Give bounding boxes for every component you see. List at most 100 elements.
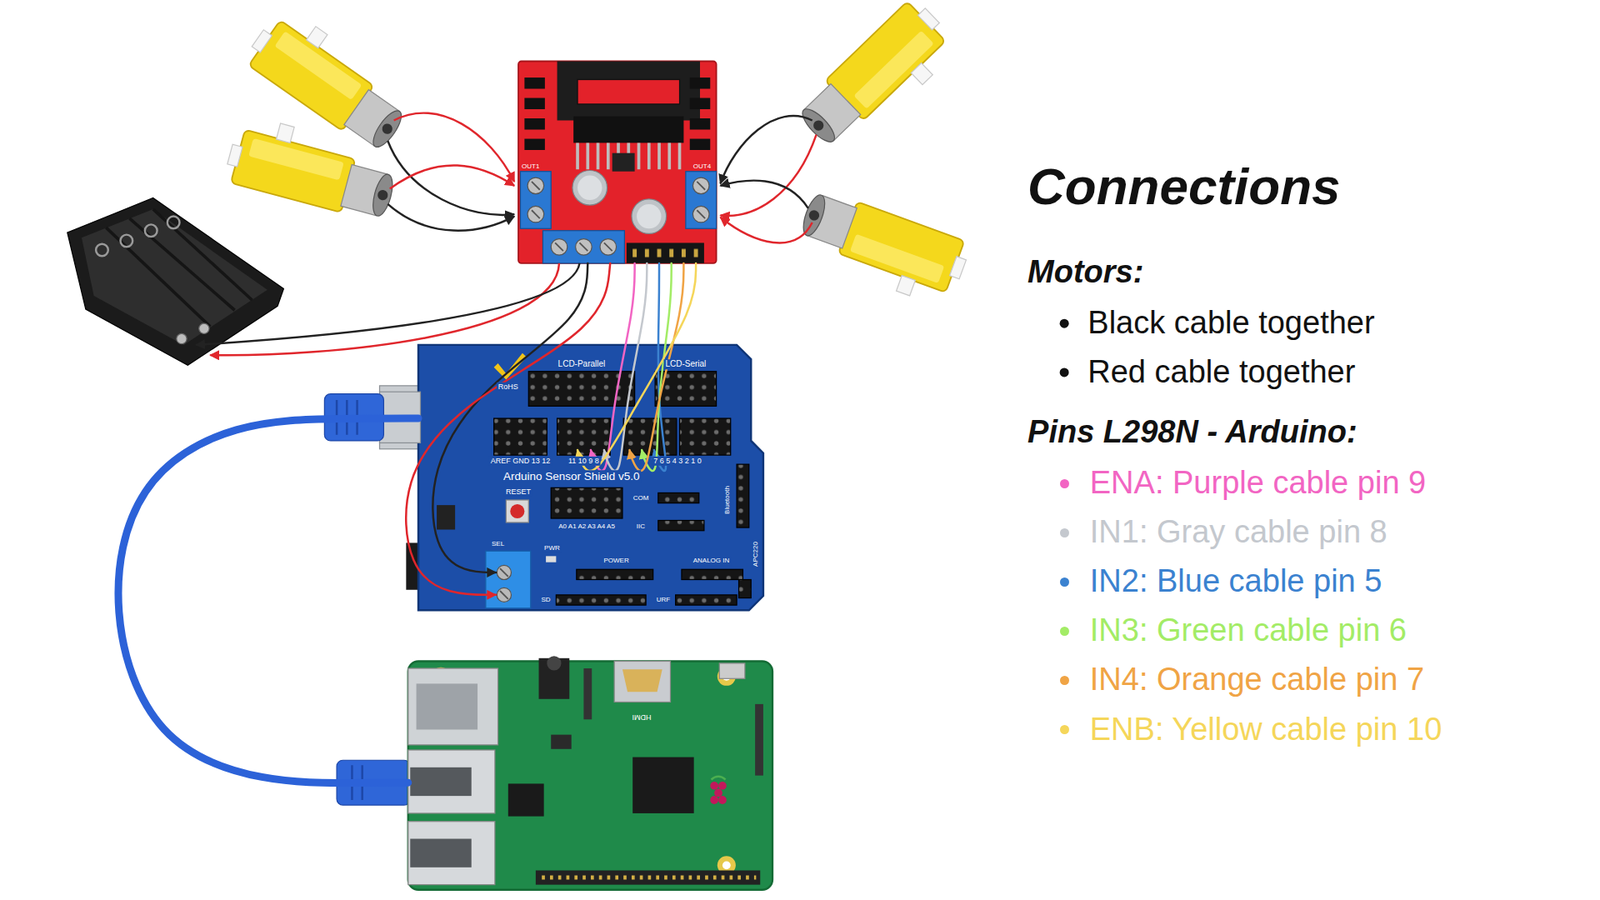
note-item: Red cable together — [1087, 354, 1355, 391]
battery-wire-part — [195, 263, 580, 345]
legend-text: IN2: Blue cable pin 5 — [1090, 564, 1383, 601]
raspberry-pi-board-part — [408, 821, 495, 885]
battery-wire-part — [210, 263, 560, 355]
legend-swatch — [1060, 528, 1070, 538]
legend-swatch — [1060, 675, 1070, 685]
raspberry-pi-board-part — [710, 776, 725, 780]
motor-driver-board: OUT1OUT4 — [518, 60, 717, 263]
motor-driver-board-part — [572, 170, 608, 205]
legend-text: IN4: Orange cable pin 7 — [1090, 662, 1425, 700]
battery-holder-part — [176, 333, 187, 344]
silkscreen-label: PWR — [542, 544, 562, 552]
motor-wire-part — [390, 165, 515, 189]
legend-swatch — [1060, 479, 1070, 489]
pin-numbers: 7 6 5 4 3 2 1 0 — [651, 456, 704, 465]
sensor-shield-board-part — [658, 492, 700, 503]
sensor-shield-board-part — [550, 487, 623, 519]
gear-motor — [791, 186, 972, 310]
legend-text: IN1: Gray cable pin 8 — [1090, 515, 1388, 552]
sensor-shield-board — [380, 345, 764, 610]
silkscreen-label: LCD-Serial — [663, 359, 708, 370]
gear-motor — [241, 3, 419, 157]
motor-driver-board-part — [524, 98, 545, 110]
raspberry-pi-board-part — [583, 668, 592, 720]
silkscreen-label: RESET — [504, 487, 533, 496]
sensor-shield-board-part — [500, 568, 509, 600]
motor-driver-board-part — [524, 139, 545, 150]
silkscreen-label: APC220 — [752, 540, 760, 569]
battery-holder-part — [130, 218, 235, 310]
motor-driver-board-part — [626, 242, 705, 263]
raspberry-pi-board-part — [416, 683, 478, 730]
raspberry-pi-board-part — [550, 735, 571, 750]
silkscreen-label: COM — [631, 494, 651, 502]
legend-swatch — [1060, 725, 1070, 735]
motor-driver-board-part — [636, 204, 661, 229]
raspberry-pi-board-part — [718, 781, 727, 790]
list-bullet — [1060, 319, 1070, 329]
sensor-shield-board-part — [675, 595, 737, 605]
motor-driver-board-part — [685, 171, 717, 230]
motor-driver-board-part — [531, 181, 705, 251]
sensor-shield-board-part — [736, 464, 750, 528]
sensor-shield-board-part — [545, 555, 556, 562]
sensor-shield-board-part — [557, 418, 611, 455]
pin-numbers: A0 A1 A2 A3 A4 A5 — [556, 522, 617, 530]
silkscreen-label: LCD-Parallel — [556, 359, 608, 370]
legend-swatch — [1060, 577, 1070, 587]
sensor-shield-board-part — [510, 504, 525, 519]
motor-wire-part — [394, 113, 515, 182]
board-name: Arduino Sensor Shield v5.0 — [501, 470, 642, 484]
motor-driver-board-part — [577, 175, 602, 200]
motor-wire-part — [720, 217, 812, 244]
raspberry-pi-board-part — [710, 781, 719, 790]
motor-driver-board-part — [690, 118, 710, 130]
battery-wire — [195, 263, 580, 355]
battery-holder-part — [153, 209, 253, 300]
motor-driver-board-part — [690, 98, 710, 110]
silkscreen-label: URF — [655, 595, 672, 604]
motor-driver-board-part — [573, 116, 684, 144]
raspberry-pi-board-part — [622, 669, 663, 692]
motor-driver-board-part — [612, 153, 635, 172]
pin-numbers: 11 10 9 8 — [566, 456, 601, 465]
motor-driver-board-part — [690, 139, 710, 150]
gear-motor — [222, 112, 402, 224]
section-heading: Pins L298N - Arduino: — [1027, 414, 1358, 451]
battery-holder-part — [95, 244, 109, 257]
raspberry-pi-board-part — [755, 704, 764, 776]
power-wire — [405, 263, 610, 595]
page-title: Connections — [1027, 156, 1340, 216]
raspberry-pi-board-part — [408, 750, 495, 814]
battery-holder-part — [145, 224, 158, 237]
motor-driver-board — [518, 60, 717, 263]
gear-motor — [793, 0, 962, 162]
sensor-shield-board-part — [505, 500, 529, 523]
battery-holder-part — [81, 209, 268, 345]
motor-driver-board-part — [524, 77, 545, 89]
raspberry-pi-board-part — [722, 860, 731, 870]
raspberry-pi-board-part — [614, 660, 670, 702]
raspberry-pi-board-part — [408, 668, 499, 745]
motor-driver-board-part — [557, 60, 700, 120]
raspberry-pi-board: HDMI — [408, 660, 773, 890]
list-bullet — [1060, 367, 1070, 377]
battery-holder-part — [199, 323, 210, 334]
legend-text: IN3: Green cable pin 6 — [1090, 613, 1407, 650]
sensor-shield-board-part — [485, 550, 531, 609]
sensor-shield-board-part — [658, 520, 705, 530]
raspberry-pi-board-part — [408, 660, 773, 890]
pin-numbers: AREF GND 13 12 — [489, 456, 553, 465]
legend-swatch — [1060, 626, 1070, 636]
raspberry-pi-board — [408, 655, 773, 890]
usb-plug — [324, 394, 410, 805]
signal-wire — [604, 263, 647, 471]
raspberry-pi-board-part — [710, 795, 719, 805]
silkscreen-label: IIC — [635, 522, 647, 530]
silkscreen-label: RoHS — [496, 382, 520, 391]
raspberry-pi-board-part — [535, 870, 760, 885]
raspberry-pi-board-part — [714, 789, 723, 798]
sensor-shield-board-part — [680, 418, 731, 455]
